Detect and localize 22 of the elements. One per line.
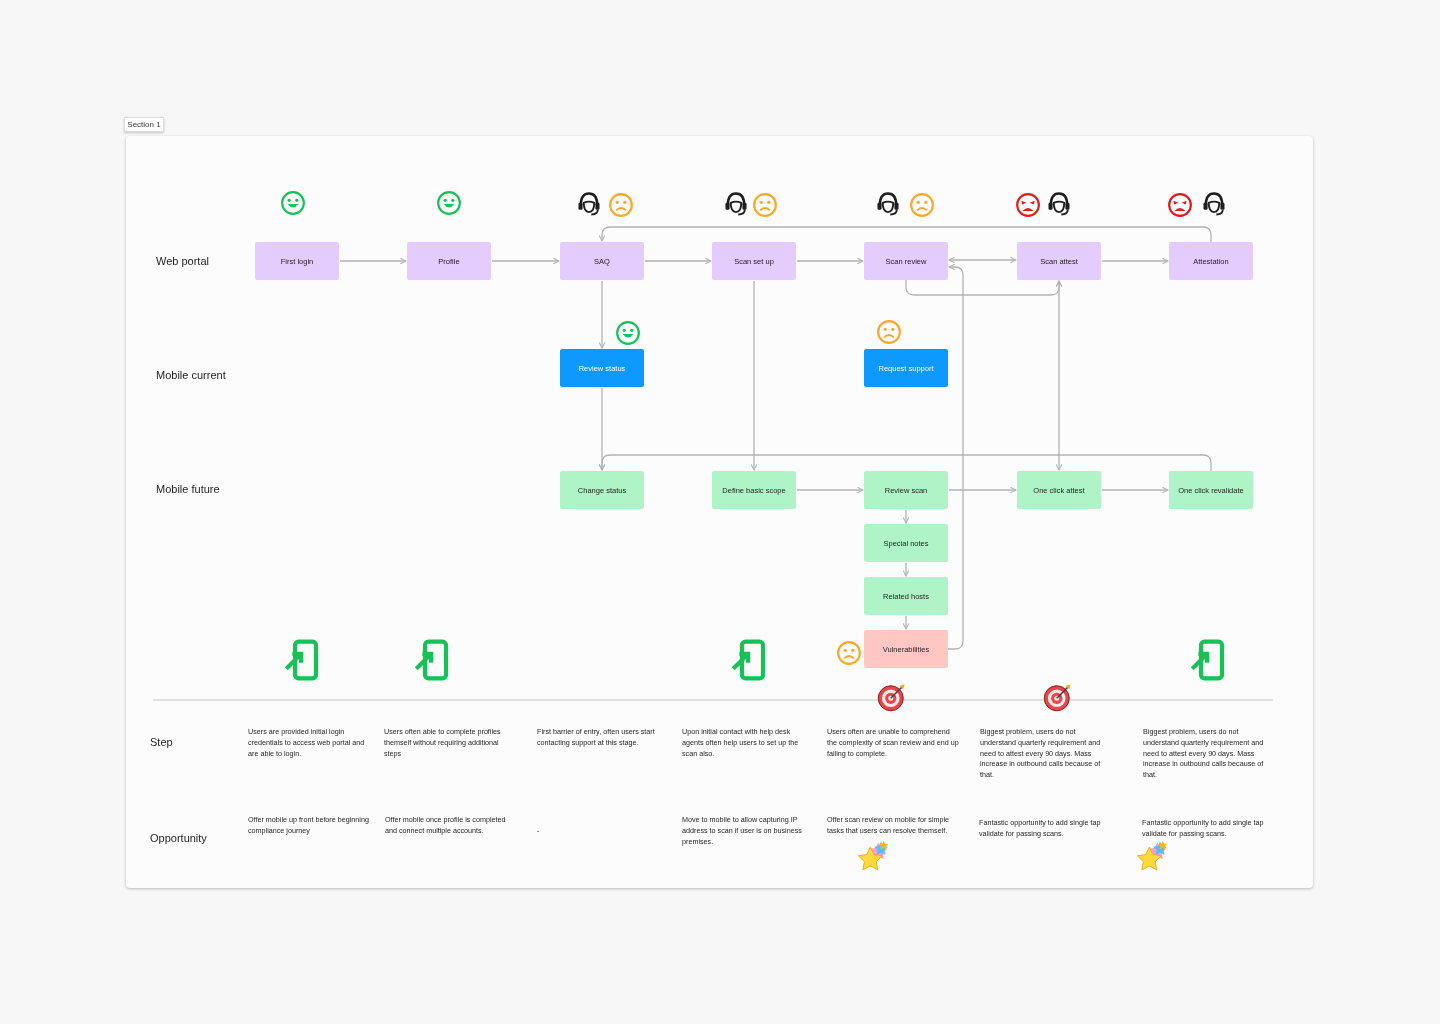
- row-label: Mobile current: [156, 368, 227, 383]
- arrow: [948, 486, 1017, 494]
- arrow: [902, 562, 910, 577]
- arrow: [598, 280, 606, 349]
- arrow: [796, 486, 864, 494]
- arrow: [902, 615, 910, 630]
- row-label: Mobile future: [156, 482, 221, 497]
- arrow: [1101, 257, 1169, 265]
- arrow: [948, 256, 1017, 264]
- arrow: [339, 257, 407, 265]
- arrow: [491, 257, 560, 265]
- arrow: [902, 509, 910, 524]
- row-label: Web portal: [156, 254, 210, 269]
- arrow: [947, 263, 964, 650]
- arrow: [1101, 486, 1169, 494]
- arrow: [796, 257, 864, 265]
- row-label: Step: [150, 735, 174, 750]
- arrow: [1055, 280, 1063, 471]
- arrow: [644, 257, 712, 265]
- row-label: Opportunity: [150, 831, 208, 846]
- section-tab: Section 1: [124, 117, 164, 132]
- arrow: [750, 280, 758, 471]
